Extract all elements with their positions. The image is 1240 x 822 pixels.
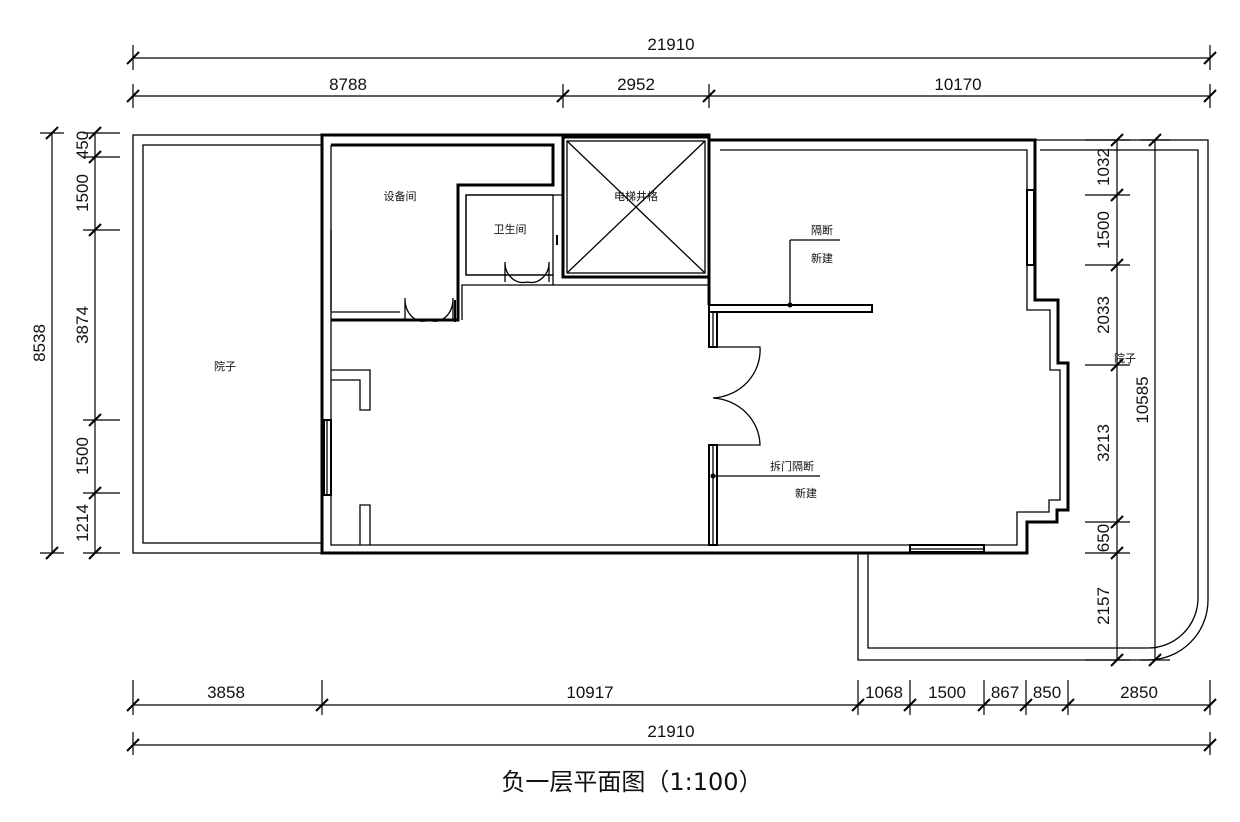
left-segment-dimension: 1500 (73, 437, 92, 475)
room-label-equipment-room: 设备间 (384, 189, 417, 203)
top-segment-dimension: 2952 (617, 75, 655, 94)
top-total-dimension: 21910 (647, 35, 694, 54)
partition-note-2: 拆门隔断 (770, 459, 814, 473)
right-segment-dimension: 2033 (1094, 296, 1113, 334)
bottom-segment-dimension: 1068 (865, 683, 903, 702)
central-partition (707, 277, 873, 546)
room-label-bathroom: 卫生间 (494, 222, 527, 236)
right-segment-dimension: 1032 (1094, 148, 1113, 186)
partition-note-1-sub: 新建 (811, 251, 833, 265)
right-segment-dimension: 650 (1094, 524, 1113, 552)
note-leaders (710, 239, 840, 479)
bottom-segment-dimension: 867 (991, 683, 1019, 702)
right-segment-dimension: 3213 (1094, 424, 1113, 462)
bottom-segment-dimension: 3858 (207, 683, 245, 702)
bottom-total-dimension: 21910 (647, 722, 694, 741)
equipment-room (320, 134, 564, 322)
bottom-dimension-chain: 3858 10917 1068 1500 867 850 2850 21910 (126, 680, 1217, 755)
bottom-segment-dimension: 850 (1033, 683, 1061, 702)
room-label-elevator-shaft: 电梯井格 (614, 189, 658, 203)
building-walls (320, 133, 1070, 555)
right-segment-dimension: 2157 (1094, 587, 1113, 625)
left-segment-dimension: 450 (73, 131, 92, 159)
left-dimension-chain: 8538 450 1500 3874 1500 1214 (30, 126, 120, 560)
left-total-dimension: 8538 (30, 324, 49, 362)
right-segment-dimension: 1500 (1094, 211, 1113, 249)
partition-note-1: 隔断 (811, 223, 833, 237)
room-label-yard-right: 院子 (1114, 351, 1136, 365)
right-total-dimension: 10585 (1133, 376, 1152, 423)
bottom-segment-dimension: 2850 (1120, 683, 1158, 702)
left-segment-dimension: 3874 (73, 306, 92, 344)
yard-right (857, 139, 1209, 661)
partition-note-2-sub: 新建 (795, 486, 817, 500)
top-segment-dimension: 8788 (329, 75, 367, 94)
interior-closets (331, 369, 371, 545)
top-dimension-chain: 21910 8788 2952 10170 (126, 35, 1217, 108)
left-segment-dimension: 1214 (73, 504, 92, 542)
bathroom (465, 194, 558, 284)
drawing-title: 负一层平面图（1:100） (501, 768, 762, 796)
bottom-segment-dimension: 1500 (928, 683, 966, 702)
right-dimension-chain: 1032 1500 2033 3213 650 2157 10585 (1085, 133, 1170, 667)
top-segment-dimension: 10170 (934, 75, 981, 94)
elevator-shaft (553, 135, 711, 286)
left-segment-dimension: 1500 (73, 174, 92, 212)
bottom-segment-dimension: 10917 (566, 683, 613, 702)
room-label-yard-left: 院子 (214, 359, 236, 373)
yard-left (132, 134, 323, 554)
